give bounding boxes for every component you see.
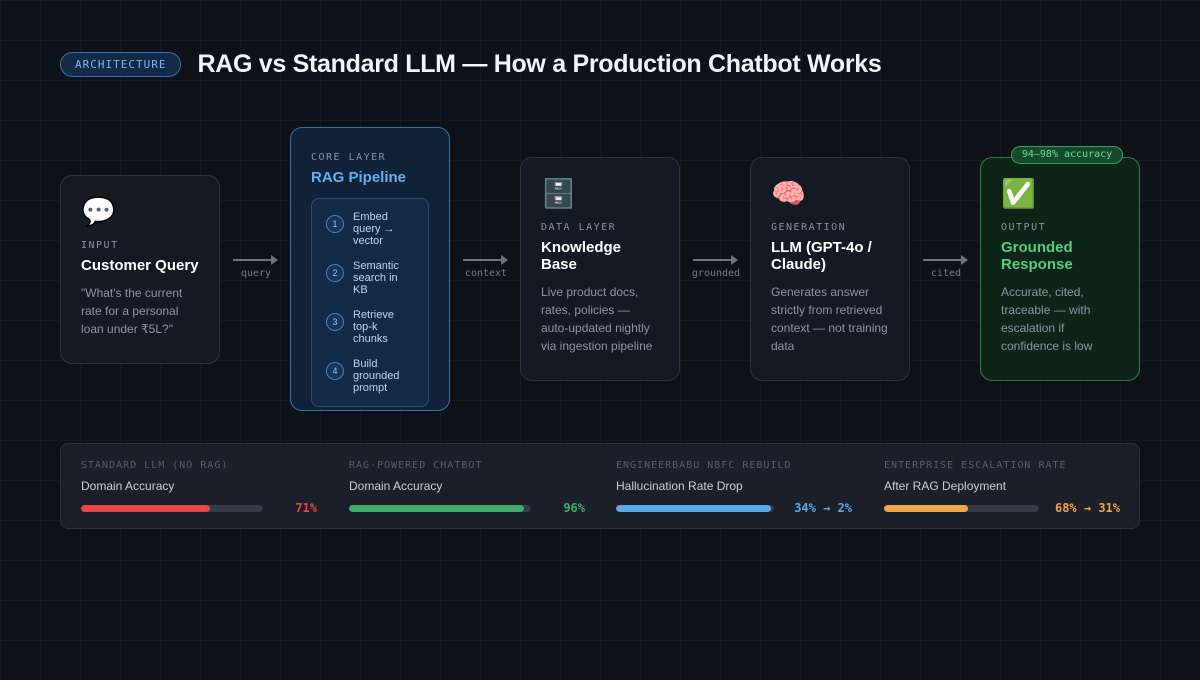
card-layer-label: OUTPUT [1001,222,1047,233]
step-number: 3 [326,313,344,331]
card-title: Knowledge Base [541,239,622,273]
check-mark-icon: ✅ [1001,178,1036,209]
flow-arrow-grounded: grounded [692,252,740,282]
input-card: 💬 INPUT Customer Query "What's the curre… [60,175,220,364]
stat-category: ENTERPRISE ESCALATION RATE [884,460,1067,471]
stat-category: ENGINEERBABU NBFC REBUILD [616,460,792,471]
stat-label: Hallucination Rate Drop [616,479,743,493]
arrow-head-icon [731,255,738,265]
accuracy-badge: 94–98% accuracy [1011,146,1123,164]
stat-row: 71% [81,501,317,515]
stat-item: STANDARD LLM (NO RAG) Domain Accuracy 71… [81,460,317,515]
pipeline-step: 3 Retrieve top-k chunks [326,309,420,345]
progress-bar-track [349,504,531,512]
pipeline-step: 2 Semantic search in KB [326,260,420,296]
stat-label: After RAG Deployment [884,479,1007,493]
knowledge-base-card: 🗄️ DATA LAYER Knowledge Base Live produc… [520,157,680,381]
card-layer-label: GENERATION [771,222,847,233]
stat-row: 96% [349,501,585,515]
brain-icon: 🧠 [771,178,806,209]
stat-value: 34% → 2% [794,501,852,515]
progress-bar-fill [349,504,524,512]
flow-arrow-query: query [233,252,279,282]
arrow-line [923,259,963,261]
step-number: 2 [326,264,344,282]
step-number: 1 [326,215,344,233]
step-number: 4 [326,362,344,380]
step-label: Build grounded prompt [353,358,400,394]
arrow-head-icon [961,255,968,265]
card-layer-label: INPUT [81,240,119,251]
arrow-label: query [240,268,272,279]
output-card: ✅ OUTPUT Grounded Response Accurate, cit… [980,157,1140,381]
stat-category: STANDARD LLM (NO RAG) [81,460,229,471]
rag-pipeline-card: CORE LAYER RAG Pipeline 1 Embed query → … [290,127,450,411]
stat-value: 96% [563,501,585,515]
progress-bar-fill [616,504,771,512]
stat-value: 68% → 31% [1054,501,1120,515]
stat-value: 71% [295,501,317,515]
file-cabinet-icon: 🗄️ [541,178,576,209]
speech-bubble-icon: 💬 [81,196,116,227]
arrow-head-icon [271,255,278,265]
stat-category: RAG-POWERED CHATBOT [349,460,483,471]
card-title: Grounded Response [1001,239,1073,273]
flow-arrow-context: context [463,252,509,282]
stat-item: ENGINEERBABU NBFC REBUILD Hallucination … [616,460,852,515]
pipeline-steps: 1 Embed query → vector 2 Semantic search… [311,198,429,407]
stats-panel: STANDARD LLM (NO RAG) Domain Accuracy 71… [60,443,1140,529]
card-description: Generates answer strictly from retrieved… [771,285,888,353]
arrow-label: cited [930,268,962,279]
card-title: RAG Pipeline [311,169,407,186]
card-layer-label: CORE LAYER [311,152,387,163]
card-description: Live product docs, rates, policies — aut… [541,285,653,353]
step-label: Retrieve top-k chunks [353,309,394,345]
stat-row: 68% → 31% [884,501,1120,515]
arrow-line [233,259,273,261]
progress-bar-fill [884,504,968,512]
stat-item: RAG-POWERED CHATBOT Domain Accuracy 96% [349,460,585,515]
card-title: LLM (GPT-4o / Claude) [771,239,872,273]
pipeline-step: 1 Embed query → vector [326,211,420,247]
flow-arrow-cited: cited [923,252,969,282]
card-layer-label: DATA LAYER [541,222,617,233]
card-description: Accurate, cited, traceable — with escala… [1001,285,1093,353]
progress-bar-track [884,504,1039,512]
category-badge: ARCHITECTURE [60,52,182,77]
progress-bar-track [81,504,263,512]
card-title: Customer Query [81,257,199,274]
stat-label: Domain Accuracy [349,479,443,493]
arrow-label: context [464,268,508,279]
arrow-line [463,259,503,261]
stat-row: 34% → 2% [616,501,852,515]
progress-bar-track [616,504,774,512]
stat-item: ENTERPRISE ESCALATION RATE After RAG Dep… [884,460,1120,515]
arrow-line [693,259,733,261]
step-label: Semantic search in KB [353,260,399,296]
header: ARCHITECTURE RAG vs Standard LLM — How a… [60,50,882,79]
page-title: RAG vs Standard LLM — How a Production C… [197,50,882,78]
llm-card: 🧠 GENERATION LLM (GPT-4o / Claude) Gener… [750,157,910,381]
arrow-label: grounded [691,268,741,279]
progress-bar-fill [81,504,211,512]
pipeline-step: 4 Build grounded prompt [326,358,420,394]
step-label: Embed query → vector [353,211,395,247]
stat-label: Domain Accuracy [81,479,175,493]
card-description: "What's the current rate for a personal … [81,286,183,336]
arrow-head-icon [501,255,508,265]
